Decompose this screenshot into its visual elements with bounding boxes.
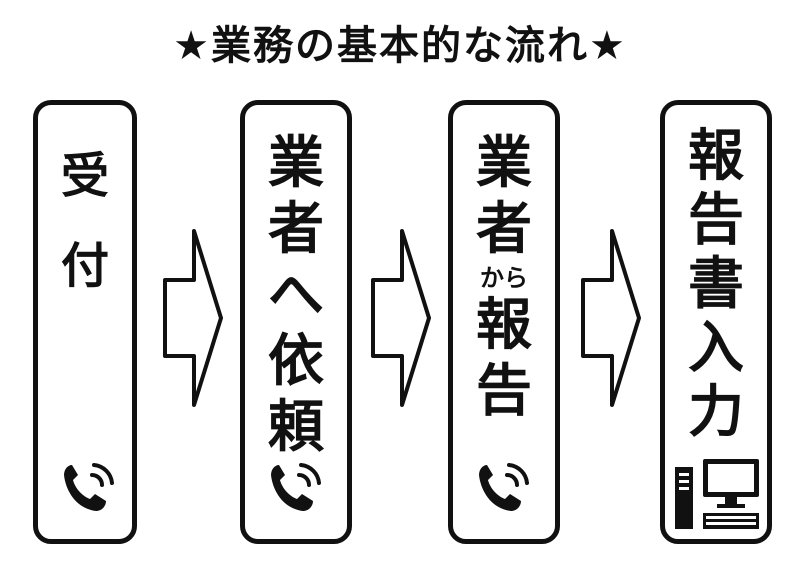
computer-icon (675, 459, 759, 529)
step-char: 告 (476, 359, 532, 424)
step-label: 業 者 へ 依 頼 (245, 131, 347, 461)
step-char: 者 (268, 197, 324, 262)
step-char: 力 (688, 380, 744, 445)
step-label: 受 付 (38, 131, 132, 311)
right-arrow-icon (581, 229, 641, 407)
right-arrow-icon (371, 229, 431, 407)
step-label: 業 者 から 報 告 (453, 131, 555, 425)
right-arrow-icon (163, 229, 223, 407)
phone-icon (64, 463, 114, 511)
step-char: 者 (476, 197, 532, 262)
step-char: 入 (688, 316, 744, 381)
step-char: 依 (268, 329, 324, 394)
diagram-title: ★業務の基本的な流れ★ (173, 23, 627, 69)
step-char: 報 (688, 124, 744, 189)
step-char: 書 (688, 252, 744, 317)
step-char: 業 (268, 131, 324, 196)
step-request-contractor-box: 業 者 へ 依 頼 (240, 100, 352, 544)
step-char: 業 (476, 131, 532, 196)
step-char: 受 (60, 148, 109, 204)
step-contractor-report-box: 業 者 から 報 告 (448, 100, 560, 544)
step-char: 頼 (268, 395, 324, 460)
step-char: 告 (688, 188, 744, 253)
phone-icon (479, 463, 529, 511)
step-report-entry-box: 報 告 書 入 力 (660, 100, 772, 544)
step-char: 報 (476, 293, 532, 358)
step-label: 報 告 書 入 力 (665, 125, 767, 445)
phone-icon (271, 463, 321, 511)
step-char: 付 (60, 238, 109, 294)
step-char-small: から (480, 264, 528, 292)
step-char: へ (268, 263, 324, 328)
step-reception-box: 受 付 (33, 100, 137, 544)
